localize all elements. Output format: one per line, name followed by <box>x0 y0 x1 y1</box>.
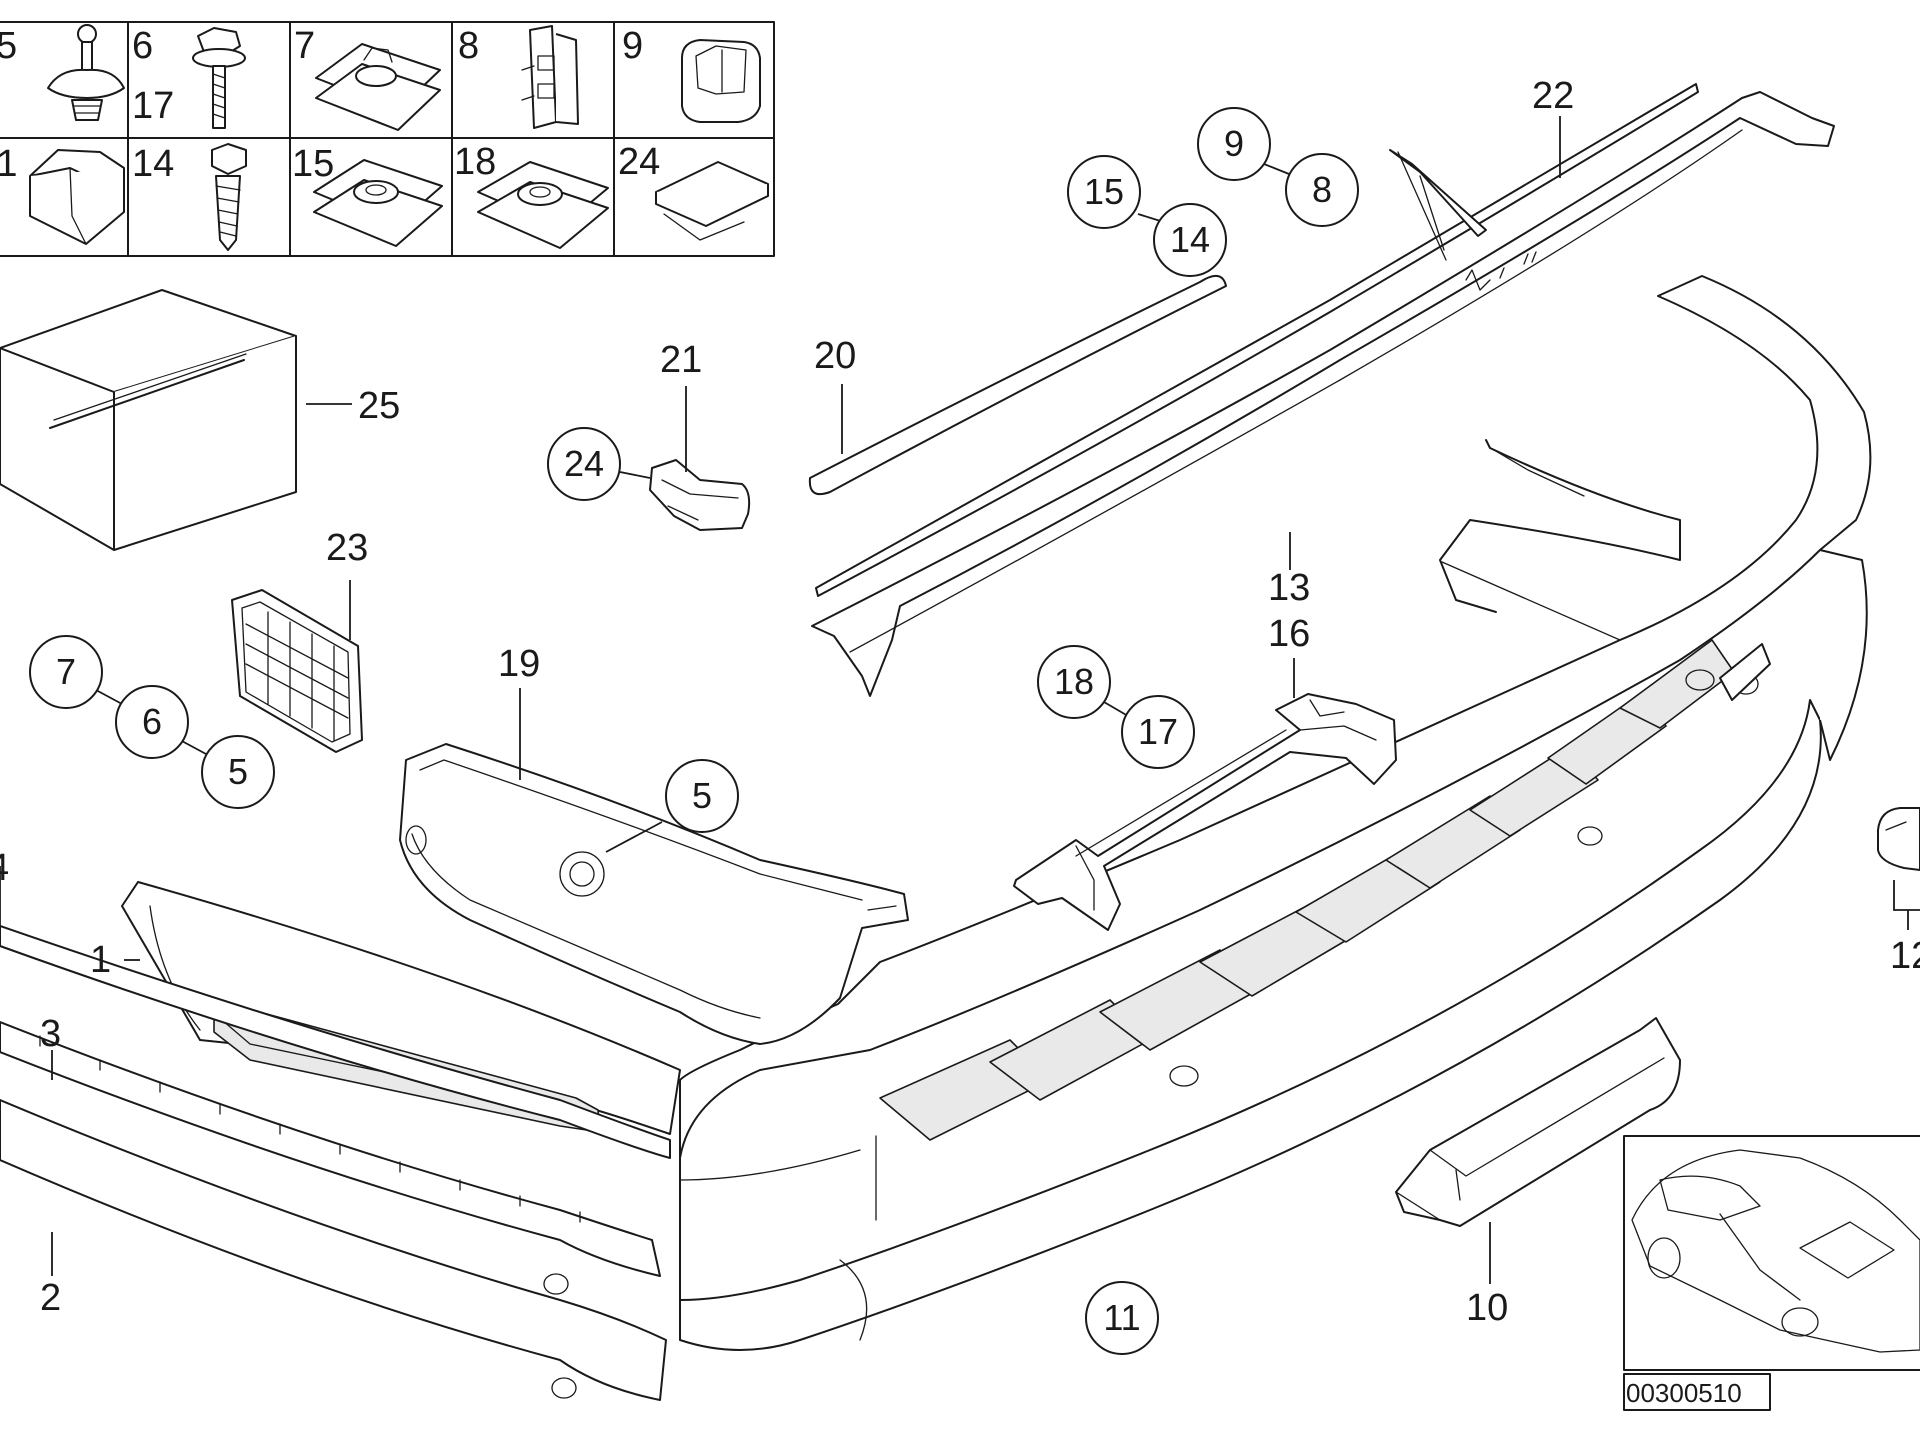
callout-7: 7 <box>56 651 76 692</box>
grid-cell-pad-24 <box>655 161 769 241</box>
callout-5b: 5 <box>692 775 712 816</box>
grid-cell-nut-18 <box>477 161 609 249</box>
part-label-16: 16 <box>1268 613 1310 655</box>
part-deflector-10 <box>1395 1017 1681 1284</box>
part-box-25 <box>0 289 352 551</box>
grid-cell-cap-9 <box>681 39 761 123</box>
part-carrier-16 <box>1013 658 1397 931</box>
callout-group-11: 11 <box>1085 1281 1159 1355</box>
part-label-4: 4 <box>0 847 9 889</box>
part-label-3: 3 <box>40 1013 61 1055</box>
callout-group-7-6-5: 7 6 5 <box>29 635 275 809</box>
grid-cell-screw-14 <box>211 143 247 251</box>
part-label-21: 21 <box>660 339 702 381</box>
callout-17: 17 <box>1138 711 1178 752</box>
part-strip-20 <box>808 275 1227 496</box>
grid-label-cell5-0: 11 <box>0 143 17 185</box>
grid-label-cell3-0: 8 <box>458 25 479 67</box>
part-label-22: 22 <box>1532 75 1574 117</box>
callout-9: 9 <box>1224 123 1244 164</box>
parts-grid: 5 6 17 7 8 9 11 14 15 18 24 <box>0 21 775 257</box>
callout-14: 14 <box>1170 219 1210 260</box>
callout-24: 24 <box>564 443 604 484</box>
callout-18: 18 <box>1054 661 1094 702</box>
callout-8: 8 <box>1312 169 1332 210</box>
part-label-19: 19 <box>498 643 540 685</box>
grid-label-cell6-0: 14 <box>132 143 174 185</box>
callout-group-9-8: 9 8 <box>1197 107 1359 227</box>
callout-15: 15 <box>1084 171 1124 212</box>
grid-label-cell9-0: 24 <box>618 141 660 183</box>
callout-5a: 5 <box>228 751 248 792</box>
part-grille-23 <box>231 580 363 753</box>
grid-label-cell2-0: 7 <box>294 25 315 67</box>
part-label-23: 23 <box>326 527 368 569</box>
part-label-2: 2 <box>40 1277 61 1319</box>
grid-label-cell1-1: 17 <box>132 85 174 127</box>
grid-cell-nut-7 <box>315 43 441 131</box>
part-bumper-shell <box>679 275 1872 1351</box>
part-label-20: 20 <box>814 335 856 377</box>
part-strip-3 <box>0 1021 661 1295</box>
part-cover-13 <box>811 91 1835 697</box>
part-strip-2 <box>0 1099 667 1401</box>
grid-cell-bolt-6 <box>192 27 246 129</box>
grid-label-cell0-0: 5 <box>0 25 17 67</box>
part-strip-4 <box>0 866 671 1159</box>
grid-cell-clip-5 <box>47 24 125 121</box>
grid-cell-bracket-8 <box>521 25 579 129</box>
callout-11: 11 <box>1103 1297 1140 1338</box>
grid-cell-clip-11 <box>29 149 125 245</box>
part-cap-12 <box>1877 807 1920 930</box>
grid-label-cell1-0: 6 <box>132 25 153 67</box>
grid-label-cell7-0: 15 <box>292 143 334 185</box>
callout-group-24: 24 <box>547 427 651 501</box>
grid-label-cell4-0: 9 <box>622 25 643 67</box>
part-label-1: 1 <box>90 939 111 981</box>
part-label-13: 13 <box>1268 567 1310 609</box>
car-thumbnail: 00300510 <box>1623 1135 1920 1411</box>
grid-cell-nut-15 <box>313 159 443 247</box>
callout-group-5b: 5 <box>605 759 739 853</box>
part-label-10: 10 <box>1466 1287 1508 1329</box>
grid-label-cell8-0: 18 <box>454 141 496 183</box>
callout-6: 6 <box>142 701 162 742</box>
part-strip-22 <box>815 83 1699 597</box>
part-label-25: 25 <box>358 385 400 427</box>
part-bracket-19 <box>399 688 909 1045</box>
part-label-12: 12 <box>1890 935 1920 977</box>
diagram-id-label: 00300510 <box>1626 1378 1742 1408</box>
part-bracket-21 <box>649 386 751 531</box>
callout-group-15-14: 15 14 <box>1067 155 1227 277</box>
callout-group-18-17: 18 17 <box>1037 645 1195 769</box>
